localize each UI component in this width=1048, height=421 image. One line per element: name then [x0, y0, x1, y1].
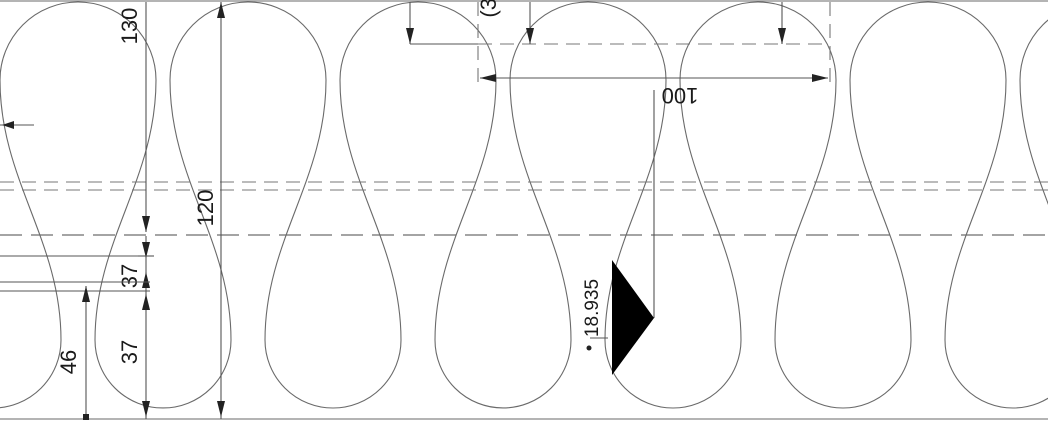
loop-strand — [944, 79, 1007, 341]
loop-top-lobe — [509, 1, 667, 81]
dimension-100: 100 — [480, 74, 828, 108]
loop-bottom-lobe — [264, 339, 402, 409]
loop-strand — [264, 79, 327, 341]
loop-bottom-lobe — [434, 339, 572, 409]
dimension-46-label: 46 — [56, 350, 81, 374]
loop-bottom-lobe — [774, 339, 912, 409]
loop-strand — [679, 79, 742, 341]
loop-strand — [509, 79, 572, 341]
dimension-37-upper-label: 37 — [117, 264, 142, 288]
loop-strand — [94, 79, 157, 341]
partial-dimension-label: (3 — [476, 0, 501, 18]
dimension-120-label: 120 — [193, 190, 218, 227]
loop-top-lobe — [339, 1, 497, 81]
loop-strand — [774, 79, 837, 341]
loop-bottom-lobe — [0, 339, 62, 409]
loop-bottom-lobe — [944, 339, 1048, 409]
dimension-37-upper: 37 — [117, 236, 154, 290]
leader-arrow-top-left — [2, 121, 14, 129]
dimension-130: 130 — [117, 2, 150, 232]
loop-strand — [339, 79, 402, 341]
top-partial-dimensions: (3 — [406, 0, 786, 45]
dimension-thickness: 18.935 — [582, 279, 608, 351]
dimension-100-label: 100 — [662, 83, 699, 108]
loop-strand — [434, 79, 497, 341]
loop-top-lobe — [679, 1, 837, 81]
insulation-loop-pattern — [0, 1, 1048, 409]
loop-top-lobe — [0, 1, 157, 81]
loop-strand — [849, 79, 912, 341]
dimension-37-lower: 37 — [117, 290, 150, 419]
loop-top-lobe — [1019, 19, 1048, 81]
filled-triangle-icon — [612, 260, 654, 375]
loop-strand — [604, 79, 667, 341]
loop-strand — [1019, 79, 1048, 205]
dimension-120: 120 — [193, 2, 225, 419]
dimension-130-label: 130 — [117, 8, 142, 45]
dimension-46: 46 — [56, 286, 90, 420]
loop-strand — [169, 79, 232, 341]
loop-strand — [0, 79, 62, 341]
loop-top-lobe — [169, 1, 327, 81]
dimension-thickness-label: 18.935 — [582, 279, 603, 337]
loop-bottom-lobe — [94, 339, 232, 409]
loop-top-lobe — [849, 1, 1007, 81]
dimension-37-lower-label: 37 — [117, 340, 142, 364]
